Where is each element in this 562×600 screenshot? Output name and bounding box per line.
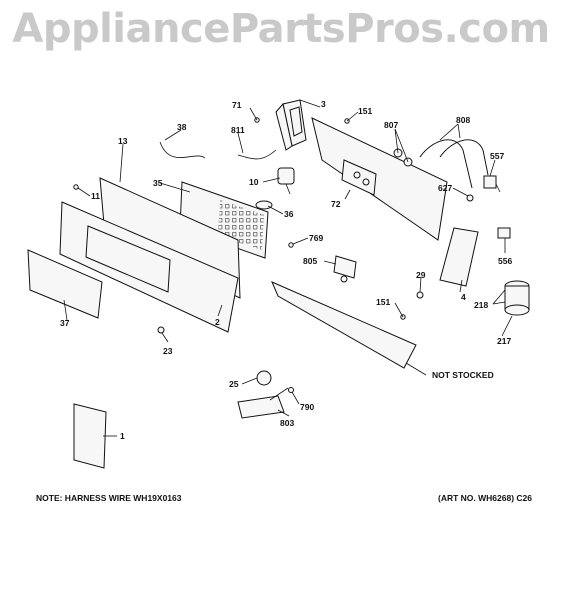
callout-218: 218 <box>474 300 488 310</box>
callout-790: 790 <box>300 402 314 412</box>
part-panel-37 <box>27 249 103 319</box>
callout-151-top: 151 <box>358 106 372 116</box>
callout-2: 2 <box>215 317 220 327</box>
part-803 <box>237 387 289 419</box>
part-manual-1 <box>73 403 107 469</box>
callout-556: 556 <box>498 256 512 266</box>
callout-3: 3 <box>321 99 326 109</box>
callouts: 71 3 151 807 808 38 811 13 557 10 35 11 … <box>60 99 512 441</box>
callout-805: 805 <box>303 256 317 266</box>
part-790 <box>288 387 294 393</box>
callout-808: 808 <box>456 115 470 125</box>
callout-1: 1 <box>120 431 125 441</box>
part-627 <box>466 194 474 202</box>
part-36 <box>255 200 273 210</box>
callout-557: 557 <box>490 151 504 161</box>
leader-lines <box>63 99 513 437</box>
part-console-2 <box>59 201 239 333</box>
callout-23: 23 <box>163 346 173 356</box>
callout-72: 72 <box>331 199 341 209</box>
callout-71: 71 <box>232 100 242 110</box>
callout-811: 811 <box>231 125 245 135</box>
part-hoses-808 <box>419 139 489 189</box>
callout-151-bottom: 151 <box>376 297 390 307</box>
callout-11: 11 <box>91 191 100 201</box>
part-wire-38 <box>159 141 206 159</box>
watermark: AppliancePartsPros.com <box>12 6 550 52</box>
part-23 <box>157 326 165 334</box>
callout-25: 25 <box>229 379 239 389</box>
part-valve-805 <box>333 255 357 283</box>
art-number-note: (ART NO. WH6268) C26 <box>438 493 532 503</box>
callout-803: 803 <box>280 418 294 428</box>
callout-10: 10 <box>249 177 259 187</box>
harness-wire-note: NOTE: HARNESS WIRE WH19X0163 <box>36 493 182 503</box>
part-217 <box>504 285 530 316</box>
callout-217: 217 <box>497 336 511 346</box>
part-harness-811 <box>237 149 277 160</box>
part-29 <box>416 291 424 299</box>
callout-627: 627 <box>438 183 452 193</box>
part-bracket-3 <box>275 99 307 151</box>
part-11 <box>73 184 79 190</box>
label-not-stocked: NOT STOCKED <box>432 370 494 380</box>
part-25 <box>256 370 272 386</box>
callout-807: 807 <box>384 120 398 130</box>
callout-769: 769 <box>309 233 323 243</box>
callout-38: 38 <box>177 122 187 132</box>
part-backsplash-72 <box>311 117 448 241</box>
part-769 <box>288 242 294 248</box>
part-556 <box>497 227 511 239</box>
callout-35: 35 <box>153 178 163 188</box>
callout-29: 29 <box>416 270 426 280</box>
callout-37: 37 <box>60 318 70 328</box>
part-bracket-4 <box>439 227 479 287</box>
callout-13: 13 <box>118 136 128 146</box>
part-557 <box>483 175 501 193</box>
callout-36: 36 <box>284 209 294 219</box>
part-rail-not-stocked <box>271 281 417 369</box>
part-switch-10 <box>277 167 295 195</box>
callout-4: 4 <box>461 292 466 302</box>
